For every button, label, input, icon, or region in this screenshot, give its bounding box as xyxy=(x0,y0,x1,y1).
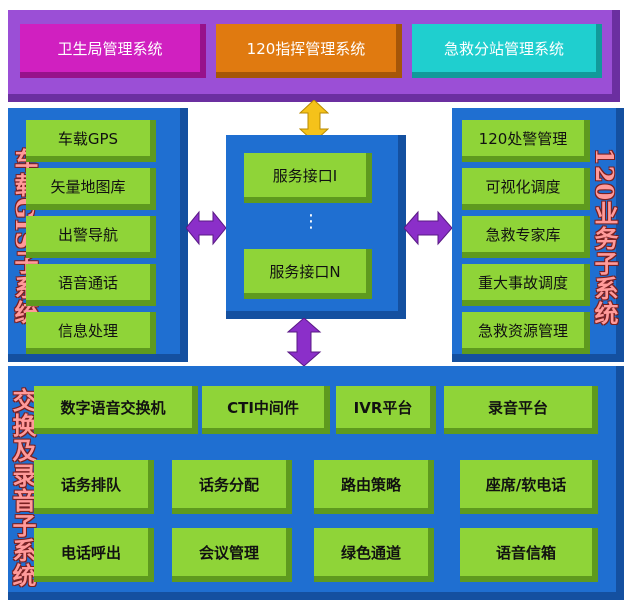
exchange-call-queue[interactable]: 话务排队 xyxy=(34,460,154,514)
substation-system[interactable]: 急救分站管理系统 xyxy=(412,24,602,78)
business-item-visual-dispatch[interactable]: 可视化调度 xyxy=(462,168,590,210)
command-120-system[interactable]: 120指挥管理系统 xyxy=(216,24,402,78)
vertical-double-arrow-yellow xyxy=(299,100,329,142)
business-item-major-accident[interactable]: 重大事故调度 xyxy=(462,264,590,306)
gis-item-info-processing[interactable]: 信息处理 xyxy=(26,312,156,354)
exchange-routing-strategy[interactable]: 路由策略 xyxy=(314,460,434,514)
vertical-double-arrow-purple xyxy=(286,318,322,366)
top-systems-panel: 卫生局管理系统 120指挥管理系统 急救分站管理系统 xyxy=(8,10,620,102)
gis-subsystem-panel: 车载GIS子系统 车载GPS 矢量地图库 出警导航 语音通话 信息处理 xyxy=(8,108,188,362)
exchange-call-distribution[interactable]: 话务分配 xyxy=(172,460,292,514)
business-item-resource-management[interactable]: 急救资源管理 xyxy=(462,312,590,354)
business-subsystem-title: 120业务子系统 xyxy=(590,148,619,327)
business-item-expert-library[interactable]: 急救专家库 xyxy=(462,216,590,258)
gis-item-gps[interactable]: 车载GPS xyxy=(26,120,156,162)
business-subsystem-panel: 120处警管理 可视化调度 急救专家库 重大事故调度 急救资源管理 120业务子… xyxy=(452,108,624,362)
service-interface-panel: 服务接口I ⋮ 服务接口N xyxy=(226,135,406,319)
exchange-digital-switch[interactable]: 数字语音交换机 xyxy=(34,386,198,434)
service-interface-last[interactable]: 服务接口N xyxy=(244,249,372,299)
exchange-cti-middleware[interactable]: CTI中间件 xyxy=(202,386,330,434)
business-item-dispatch-management[interactable]: 120处警管理 xyxy=(462,120,590,162)
service-interface-first[interactable]: 服务接口I xyxy=(244,153,372,203)
exchange-subsystem-title: 交换及录音子系统 xyxy=(8,388,37,588)
exchange-subsystem-panel: 交换及录音子系统 数字语音交换机 CTI中间件 IVR平台 录音平台 话务排队 … xyxy=(8,366,624,600)
gis-item-voice-call[interactable]: 语音通话 xyxy=(26,264,156,306)
exchange-seat-softphone[interactable]: 座席/软电话 xyxy=(460,460,598,514)
exchange-green-channel[interactable]: 绿色通道 xyxy=(314,528,434,582)
health-bureau-system[interactable]: 卫生局管理系统 xyxy=(20,24,206,78)
exchange-voice-mailbox[interactable]: 语音信箱 xyxy=(460,528,598,582)
exchange-conference-management[interactable]: 会议管理 xyxy=(172,528,292,582)
exchange-recording-platform[interactable]: 录音平台 xyxy=(444,386,598,434)
exchange-ivr-platform[interactable]: IVR平台 xyxy=(336,386,436,434)
service-interface-ellipsis: ⋮ xyxy=(302,211,320,232)
horizontal-double-arrow-right xyxy=(404,210,452,246)
exchange-outbound-call[interactable]: 电话呼出 xyxy=(34,528,154,582)
horizontal-double-arrow-left xyxy=(186,210,226,246)
gis-item-navigation[interactable]: 出警导航 xyxy=(26,216,156,258)
gis-item-map[interactable]: 矢量地图库 xyxy=(26,168,156,210)
